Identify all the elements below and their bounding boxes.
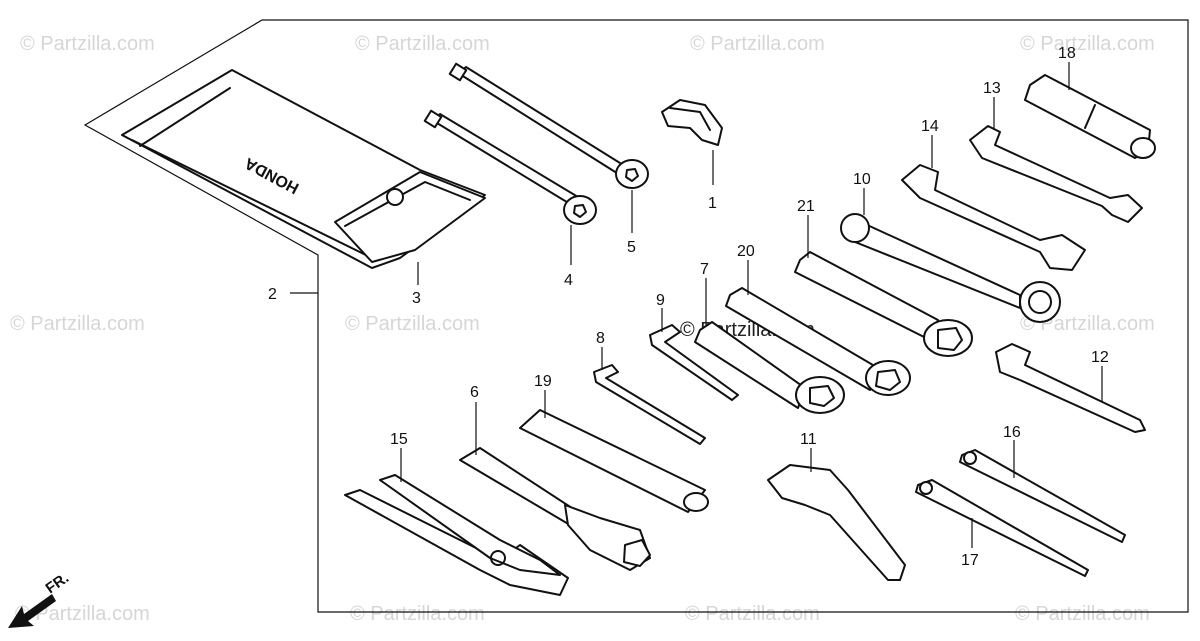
part-label-20: 20 xyxy=(737,243,755,260)
pin-spanner-drawing xyxy=(767,464,906,581)
part-label-18: 18 xyxy=(1058,45,1076,62)
watermark: © Partzilla.com xyxy=(1015,603,1150,625)
part-label-19: 19 xyxy=(534,373,552,390)
part-label-4: 4 xyxy=(564,272,573,289)
part-label-7: 7 xyxy=(700,261,709,278)
hex-key-9-drawing xyxy=(649,324,739,401)
bolt-5-drawing xyxy=(448,62,649,189)
part-label-1: 1 xyxy=(708,195,717,212)
wrench-13-drawing xyxy=(969,125,1143,223)
part-label-11: 11 xyxy=(800,431,817,448)
part-label-16: 16 xyxy=(1003,424,1021,441)
screwdriver-16-drawing xyxy=(959,449,1126,543)
ring-wrench-drawing xyxy=(840,213,1061,323)
front-arrow-icon xyxy=(8,594,56,628)
watermarks: © Partzilla.com © Partzilla.com © Partzi… xyxy=(10,33,1155,625)
part-label-21: 21 xyxy=(797,198,815,215)
pliers-drawing xyxy=(344,474,569,596)
watermark: © Partzilla.com xyxy=(685,603,820,625)
part-label-13: 13 xyxy=(983,80,1001,97)
leader-lines xyxy=(290,62,1103,548)
part-label-5: 5 xyxy=(627,239,636,256)
watermark: © Partzilla.com xyxy=(690,33,825,55)
front-direction-label: FR. xyxy=(43,569,73,597)
watermark: © Partzilla.com xyxy=(15,603,150,625)
watermark: © Partzilla.com xyxy=(10,313,145,335)
watermark: © Partzilla.com xyxy=(1020,33,1155,55)
watermark: © Partzilla.com xyxy=(20,33,155,55)
box-wrench-7-drawing xyxy=(694,321,845,414)
part-label-17: 17 xyxy=(961,552,979,569)
watermark: © Partzilla.com xyxy=(345,313,480,335)
hook-tool-drawing xyxy=(661,99,723,146)
watermark: © Partzilla.com xyxy=(1020,313,1155,335)
part-labels: 1 2 3 4 5 6 7 8 9 10 11 12 13 14 15 16 1… xyxy=(268,45,1109,569)
part-label-3: 3 xyxy=(412,290,421,307)
watermark: © Partzilla.com xyxy=(350,603,485,625)
box-wrench-20-drawing xyxy=(725,287,911,396)
hex-key-8-drawing xyxy=(593,364,706,445)
part-label-14: 14 xyxy=(921,118,939,135)
part-label-15: 15 xyxy=(390,431,408,448)
part-label-8: 8 xyxy=(596,330,605,347)
part-label-2: 2 xyxy=(268,286,277,303)
screwdriver-17-drawing xyxy=(915,479,1089,577)
part-label-6: 6 xyxy=(470,384,479,401)
handle-drawing xyxy=(1024,74,1156,159)
assembly-frame xyxy=(83,19,1189,613)
spark-plug-wrench-drawing xyxy=(459,447,651,571)
tool-bag-drawing: HONDA xyxy=(121,69,486,269)
part-label-10: 10 xyxy=(853,171,871,188)
watermark: © Partzilla.com xyxy=(355,33,490,55)
wrench-12-drawing xyxy=(995,343,1146,433)
part-label-9: 9 xyxy=(656,292,665,309)
wrench-14-drawing xyxy=(901,164,1086,271)
bolt-4-drawing xyxy=(423,109,597,225)
part-label-12: 12 xyxy=(1091,349,1109,366)
extension-bar-drawing xyxy=(519,409,709,513)
